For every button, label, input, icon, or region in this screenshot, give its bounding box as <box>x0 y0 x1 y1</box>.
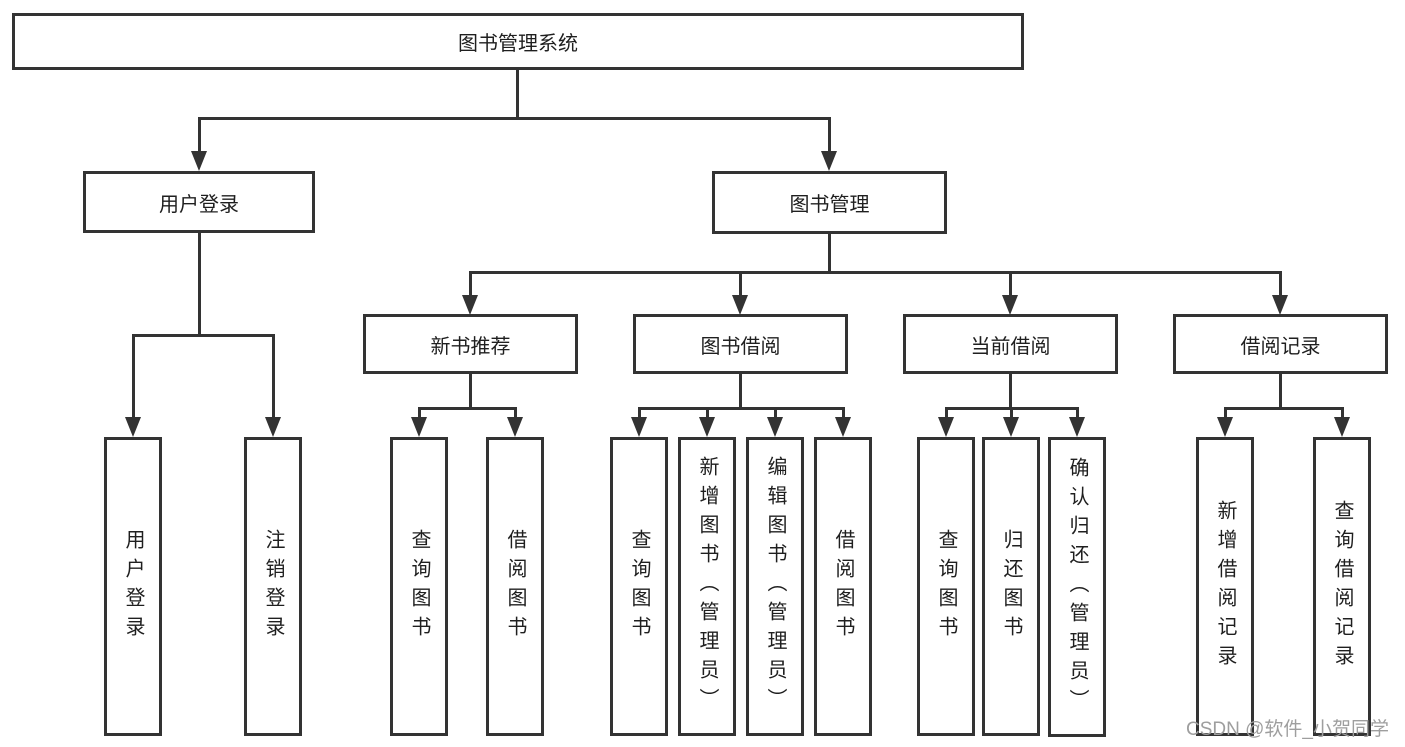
arrow-down-icon <box>767 417 783 437</box>
connector-line <box>739 271 742 298</box>
connector-line <box>1224 407 1343 410</box>
node-confirm-return-admin: 确认归还（管理员） <box>1048 437 1106 737</box>
connector-line <box>132 334 135 420</box>
node-query-books-recommend: 查询图书 <box>390 437 448 736</box>
connector-line <box>469 271 1281 274</box>
connector-line <box>514 407 517 421</box>
connector-line <box>418 407 517 410</box>
node-current-borrowing: 当前借阅 <box>903 314 1118 374</box>
arrow-down-icon <box>631 417 647 437</box>
connector-line <box>706 407 709 421</box>
node-user-login: 用户登录 <box>83 171 315 233</box>
arrow-down-icon <box>1003 417 1019 437</box>
connector-line <box>1224 407 1227 421</box>
node-return-book: 归还图书 <box>982 437 1040 736</box>
connector-line <box>198 117 831 120</box>
node-book-borrowing: 图书借阅 <box>633 314 848 374</box>
arrow-down-icon <box>821 151 837 171</box>
connector-line <box>638 407 844 410</box>
arrow-down-icon <box>265 417 281 437</box>
connector-line <box>418 407 421 421</box>
connector-line <box>132 334 274 337</box>
arrow-down-icon <box>1002 295 1018 315</box>
arrow-down-icon <box>411 417 427 437</box>
node-logout: 注销登录 <box>244 437 302 736</box>
connector-line <box>828 117 831 155</box>
connector-line <box>1279 271 1282 298</box>
node-query-books-borrowing: 查询图书 <box>610 437 668 736</box>
arrow-down-icon <box>1272 295 1288 315</box>
node-query-borrow-record: 查询借阅记录 <box>1313 437 1371 736</box>
connector-line <box>198 233 201 336</box>
node-edit-book-admin: 编辑图书（管理员） <box>746 437 804 736</box>
node-borrow-books-recommend: 借阅图书 <box>486 437 544 736</box>
node-borrowing-records: 借阅记录 <box>1173 314 1388 374</box>
connector-line <box>469 374 472 409</box>
arrow-down-icon <box>835 417 851 437</box>
connector-line <box>516 70 519 119</box>
node-query-books-current: 查询图书 <box>917 437 975 736</box>
connector-line <box>842 407 845 421</box>
connector-line <box>1076 407 1079 421</box>
node-add-borrow-record: 新增借阅记录 <box>1196 437 1254 736</box>
connector-line <box>469 271 472 298</box>
arrow-down-icon <box>938 417 954 437</box>
connector-line <box>638 407 641 421</box>
connector-line <box>1341 407 1344 421</box>
connector-line <box>1009 374 1012 409</box>
arrow-down-icon <box>1334 417 1350 437</box>
node-login: 用户登录 <box>104 437 162 736</box>
arrow-down-icon <box>507 417 523 437</box>
arrow-down-icon <box>732 295 748 315</box>
node-book-management: 图书管理 <box>712 171 947 234</box>
arrow-down-icon <box>699 417 715 437</box>
connector-line <box>272 334 275 420</box>
connector-line <box>774 407 777 421</box>
arrow-down-icon <box>1069 417 1085 437</box>
node-add-book-admin: 新增图书（管理员） <box>678 437 736 736</box>
connector-line <box>198 117 201 155</box>
connector-line <box>1010 407 1013 421</box>
connector-line <box>945 407 948 421</box>
node-library-management-system: 图书管理系统 <box>12 13 1024 70</box>
arrow-down-icon <box>125 417 141 437</box>
arrow-down-icon <box>191 151 207 171</box>
arrow-down-icon <box>1217 417 1233 437</box>
connector-line <box>1279 374 1282 409</box>
node-borrow-books-borrowing: 借阅图书 <box>814 437 872 736</box>
node-new-book-recommendation: 新书推荐 <box>363 314 578 374</box>
connector-line <box>1009 271 1012 298</box>
arrow-down-icon <box>462 295 478 315</box>
connector-line <box>828 234 831 273</box>
watermark: CSDN @软件_小贺同学 <box>1186 719 1389 740</box>
connector-line <box>739 374 742 409</box>
